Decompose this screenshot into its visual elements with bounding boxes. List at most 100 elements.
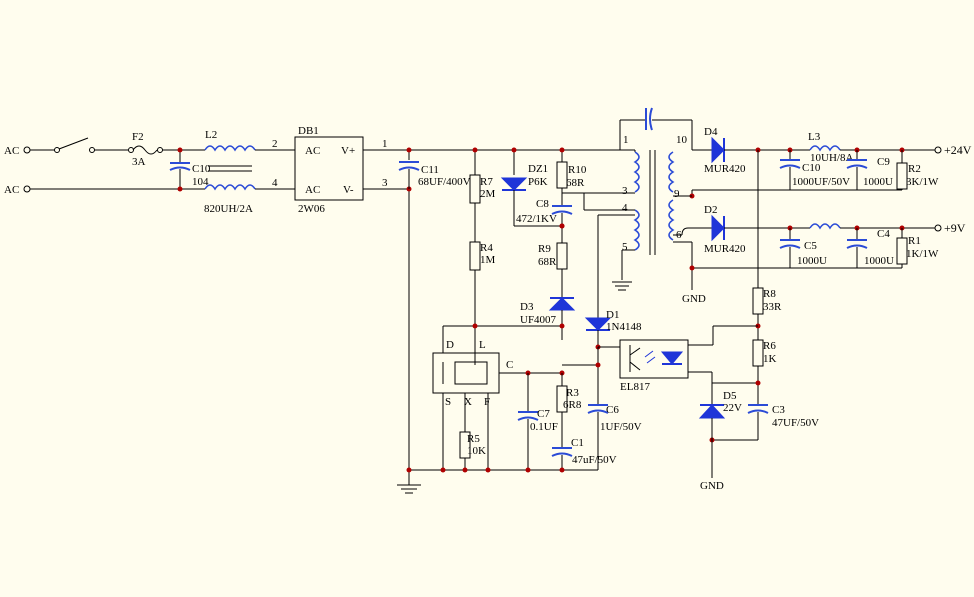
svg-text:D4: D4 bbox=[704, 126, 718, 138]
svg-text:DZ1: DZ1 bbox=[528, 163, 548, 175]
svg-text:GND: GND bbox=[700, 480, 724, 492]
diode-d1 bbox=[584, 317, 612, 331]
svg-text:33R: 33R bbox=[763, 301, 782, 313]
svg-text:D3: D3 bbox=[520, 301, 534, 313]
resistor-r7 bbox=[469, 174, 481, 204]
svg-text:S: S bbox=[445, 396, 451, 408]
svg-text:D1: D1 bbox=[606, 309, 619, 321]
svg-text:22V: 22V bbox=[723, 402, 742, 414]
svg-text:R3: R3 bbox=[566, 387, 579, 399]
svg-text:D: D bbox=[446, 339, 454, 351]
fuse-f2 bbox=[132, 145, 158, 155]
svg-text:L2: L2 bbox=[205, 129, 217, 141]
svg-text:3: 3 bbox=[382, 177, 388, 189]
svg-text:1000U: 1000U bbox=[864, 255, 894, 267]
svg-text:C8: C8 bbox=[536, 198, 549, 210]
diode-d4 bbox=[711, 136, 725, 164]
svg-text:820UH/2A: 820UH/2A bbox=[204, 203, 253, 215]
svg-text:1: 1 bbox=[623, 134, 629, 146]
svg-text:D5: D5 bbox=[723, 390, 737, 402]
svg-text:1000U: 1000U bbox=[797, 255, 827, 267]
svg-text:10UH/8A: 10UH/8A bbox=[810, 152, 853, 164]
svg-text:2M: 2M bbox=[480, 188, 496, 200]
svg-text:+9V: +9V bbox=[944, 221, 966, 235]
svg-text:C1: C1 bbox=[571, 437, 584, 449]
capacitor-c11: C11 68UF/400V bbox=[398, 161, 471, 189]
svg-text:1UF/50V: 1UF/50V bbox=[600, 421, 642, 433]
svg-text:104: 104 bbox=[192, 176, 209, 188]
bridge-rectifier-db1: DB1 2W06 AC AC V+ V- 1 3 bbox=[294, 125, 388, 215]
svg-text:EL817: EL817 bbox=[620, 381, 650, 393]
svg-text:AC: AC bbox=[305, 145, 320, 157]
resistor-r8 bbox=[752, 287, 764, 315]
flyback-transformer: 1 10 3 4 5 9 6 bbox=[619, 107, 693, 255]
svg-text:P6K: P6K bbox=[528, 176, 548, 188]
svg-text:6R8: 6R8 bbox=[563, 399, 582, 411]
inductor-l3 bbox=[809, 145, 841, 152]
svg-text:V+: V+ bbox=[341, 145, 355, 157]
svg-text:C5: C5 bbox=[804, 240, 817, 252]
resistor-r4 bbox=[469, 241, 481, 271]
choke-l2-top bbox=[204, 145, 256, 152]
svg-text:C9: C9 bbox=[877, 156, 890, 168]
svg-text:9: 9 bbox=[674, 188, 680, 200]
svg-text:472/1KV: 472/1KV bbox=[516, 213, 557, 225]
svg-text:C10: C10 bbox=[802, 162, 821, 174]
svg-text:0.1UF: 0.1UF bbox=[530, 421, 558, 433]
ground-symbol bbox=[397, 484, 421, 494]
svg-text:4: 4 bbox=[272, 177, 278, 189]
zener-diode-d5 bbox=[698, 404, 726, 419]
svg-text:F: F bbox=[484, 396, 490, 408]
svg-text:1M: 1M bbox=[480, 254, 496, 266]
svg-text:C7: C7 bbox=[537, 408, 550, 420]
svg-text:C6: C6 bbox=[606, 404, 619, 416]
svg-text:68UF/400V: 68UF/400V bbox=[418, 176, 471, 188]
svg-text:AC: AC bbox=[4, 145, 19, 157]
optocoupler-el817: EL817 bbox=[619, 339, 689, 393]
svg-text:5: 5 bbox=[622, 241, 628, 253]
svg-text:1K: 1K bbox=[763, 353, 777, 365]
svg-text:68R: 68R bbox=[566, 177, 585, 189]
svg-text:R5: R5 bbox=[467, 433, 480, 445]
svg-text:1N4148: 1N4148 bbox=[606, 321, 642, 333]
svg-text:3K/1W: 3K/1W bbox=[906, 176, 939, 188]
svg-text:R10: R10 bbox=[568, 164, 587, 176]
svg-text:2: 2 bbox=[272, 138, 278, 150]
svg-text:R8: R8 bbox=[763, 288, 776, 300]
svg-text:10: 10 bbox=[676, 134, 688, 146]
svg-text:GND: GND bbox=[682, 293, 706, 305]
svg-text:AC: AC bbox=[4, 184, 19, 196]
svg-text:R1: R1 bbox=[908, 235, 921, 247]
svg-text:1K/1W: 1K/1W bbox=[906, 248, 939, 260]
svg-text:C4: C4 bbox=[877, 228, 890, 240]
power-switch bbox=[58, 137, 89, 150]
resistor-r6 bbox=[752, 339, 764, 367]
inductor-9v bbox=[809, 223, 841, 230]
svg-text:DB1: DB1 bbox=[298, 125, 319, 137]
resistor-r9 bbox=[556, 242, 568, 270]
svg-text:L: L bbox=[479, 339, 486, 351]
svg-text:UF4007: UF4007 bbox=[520, 314, 557, 326]
svg-text:MUR420: MUR420 bbox=[704, 163, 746, 175]
svg-text:C: C bbox=[506, 359, 513, 371]
tvs-diode-dz1 bbox=[500, 177, 528, 191]
choke-l2-bottom bbox=[204, 184, 256, 191]
svg-text:C3: C3 bbox=[772, 404, 785, 416]
svg-text:2W06: 2W06 bbox=[298, 203, 325, 215]
svg-text:X: X bbox=[464, 396, 472, 408]
svg-text:L3: L3 bbox=[808, 131, 821, 143]
svg-text:C10: C10 bbox=[192, 163, 211, 175]
svg-text:D2: D2 bbox=[704, 204, 717, 216]
ac-input: AC AC F2 3A C10 104 L2 820UH/2A 2 bbox=[4, 129, 295, 215]
svg-text:68R: 68R bbox=[538, 256, 557, 268]
svg-text:1: 1 bbox=[382, 138, 388, 150]
svg-text:3: 3 bbox=[622, 185, 628, 197]
svg-text:F2: F2 bbox=[132, 131, 144, 143]
svg-text:3A: 3A bbox=[132, 156, 146, 168]
svg-text:10K: 10K bbox=[467, 445, 486, 457]
svg-text:47uF/50V: 47uF/50V bbox=[572, 454, 617, 466]
svg-text:C11: C11 bbox=[421, 164, 439, 176]
svg-text:R2: R2 bbox=[908, 163, 921, 175]
